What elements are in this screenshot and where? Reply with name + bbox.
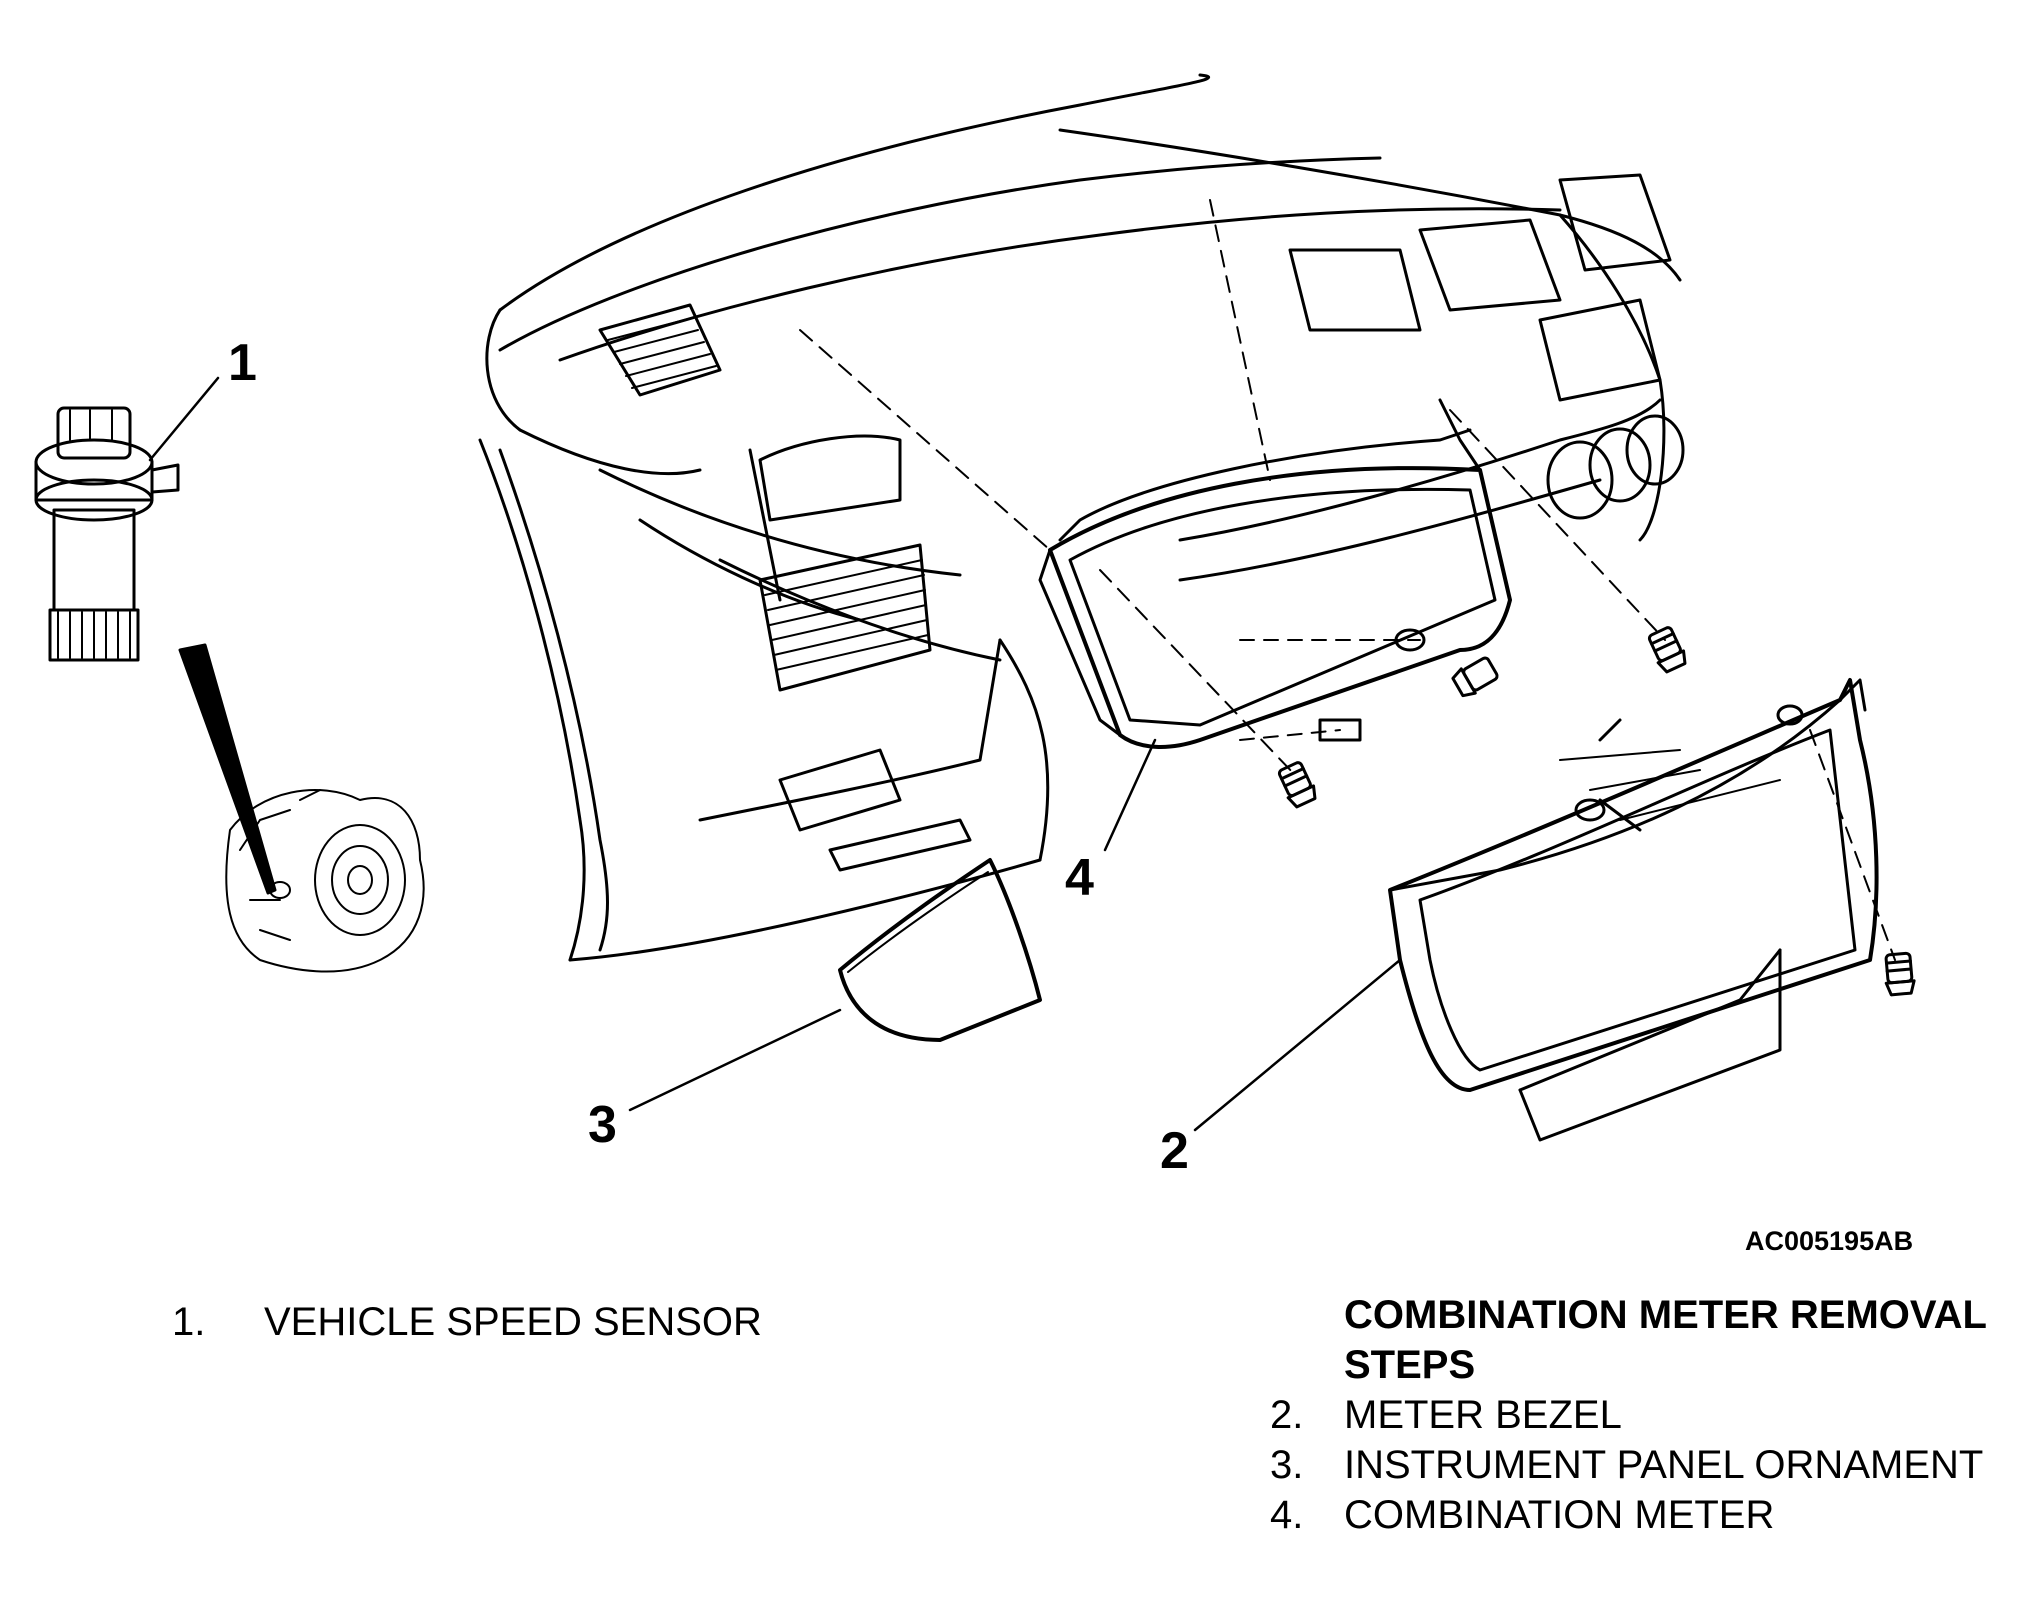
meter-bezel-illustration [1388, 678, 1879, 1142]
legend-item-number: 3. [1270, 1443, 1304, 1487]
figure-id: AC005195AB [1745, 1226, 1914, 1256]
instrument-panel-ornament-illustration [838, 858, 1042, 1042]
legend-left: 1. VEHICLE SPEED SENSOR [172, 1300, 762, 1345]
callout-2: 2 [1160, 1122, 1189, 1180]
legend-item-number: 1. [172, 1300, 206, 1344]
callout-1: 1 [228, 334, 257, 392]
screw-illustrations [799, 199, 1916, 997]
legend-item-label: VEHICLE SPEED SENSOR [264, 1300, 762, 1344]
transmission-illustration [178, 643, 425, 973]
legend-title: COMBINATION METER REMOVAL STEPS [1344, 1293, 1987, 1387]
combination-meter-illustration [1038, 398, 1512, 749]
vehicle-speed-sensor-illustration [34, 406, 180, 662]
legend-item-label: COMBINATION METER [1344, 1493, 1775, 1537]
legend-right: COMBINATION METER REMOVAL STEPS 2. METER … [1270, 1290, 2034, 1540]
legend-item-label: METER BEZEL [1344, 1393, 1622, 1437]
legend-item-label: INSTRUMENT PANEL ORNAMENT [1344, 1443, 1984, 1487]
callout-leaders [148, 376, 1402, 1132]
legend-item-number: 4. [1270, 1493, 1304, 1537]
callout-3: 3 [588, 1096, 617, 1154]
legend-item: 4. COMBINATION METER [1270, 1490, 2034, 1540]
legend-item: 3. INSTRUMENT PANEL ORNAMENT [1270, 1440, 2034, 1490]
dashboard-illustration [478, 73, 1685, 962]
callout-4: 4 [1065, 849, 1094, 907]
legend-item: 1. VEHICLE SPEED SENSOR [172, 1300, 762, 1345]
legend-item-number: 2. [1270, 1393, 1304, 1437]
legend-item: 2. METER BEZEL [1270, 1390, 2034, 1440]
